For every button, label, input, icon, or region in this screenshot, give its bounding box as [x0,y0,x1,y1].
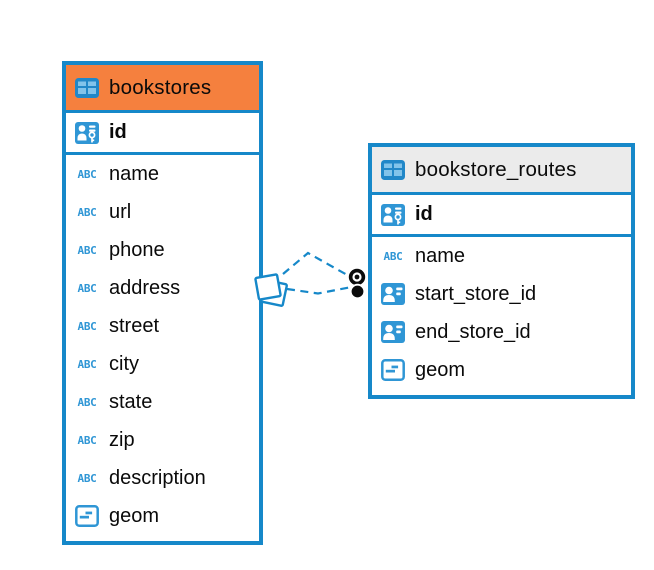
column-name: start_store_id [415,282,537,305]
column-name: geom [109,504,160,527]
entity-header-bookstores[interactable]: bookstores [66,65,259,110]
geometry-type-icon [380,359,406,381]
table-row[interactable]: geom [372,351,631,389]
table-row[interactable]: ABC name [372,237,631,275]
column-name: name [109,162,160,185]
column-name: zip [109,428,135,451]
text-type-icon: ABC [77,471,97,485]
geometry-type-icon [74,505,100,527]
entity-title: bookstore_routes [415,157,577,181]
table-icon [380,159,406,181]
table-icon [74,77,100,99]
table-row[interactable]: ABC url [66,193,259,231]
text-type-icon: ABC [77,395,97,409]
table-row[interactable]: ABC city [66,345,259,383]
column-name: street [109,314,160,337]
table-row-pk[interactable]: id [66,110,259,155]
column-name: name [415,244,466,267]
column-name: phone [109,238,165,261]
table-row[interactable]: ABC address [66,269,259,307]
text-type-icon: ABC [77,243,97,257]
table-row[interactable]: ABC phone [66,231,259,269]
entity-title: bookstores [109,75,212,99]
entity-header-bookstore-routes[interactable]: bookstore_routes [372,147,631,192]
table-row[interactable]: geom [66,497,259,535]
column-name: end_store_id [415,320,531,343]
relationship-line[interactable] [282,251,350,277]
table-row[interactable]: start_store_id [372,275,631,313]
table-row[interactable]: ABC street [66,307,259,345]
column-name: state [109,390,153,413]
text-type-icon: ABC [77,319,97,333]
table-row-pk[interactable]: id [372,192,631,237]
relationship-endpoint-dots[interactable] [348,268,366,300]
text-type-icon: ABC [77,357,97,371]
column-list: ABC name start_store_id end_store_id geo… [372,237,631,389]
table-row[interactable]: ABC name [66,155,259,193]
table-row[interactable]: ABC zip [66,421,259,459]
text-type-icon: ABC [77,167,97,181]
column-name: city [109,352,139,375]
column-name: geom [415,358,466,381]
column-name: url [109,200,132,223]
foreign-key-icon [380,321,406,343]
column-list: ABC name ABC url ABC phone ABC address A… [66,155,259,535]
column-name: id [415,203,433,225]
table-row[interactable]: ABC description [66,459,259,497]
column-name: description [109,466,206,489]
text-type-icon: ABC [77,281,97,295]
text-type-icon: ABC [77,433,97,447]
relationship-line[interactable] [286,286,350,295]
column-name: id [109,121,127,143]
table-row[interactable]: end_store_id [372,313,631,351]
relationship-note-decoration[interactable] [254,273,288,307]
foreign-key-icon [380,283,406,305]
text-type-icon: ABC [383,249,403,263]
entity-table-bookstores[interactable]: bookstores id ABC name ABC url ABC phone… [62,61,263,545]
text-type-icon: ABC [77,205,97,219]
column-name: address [109,276,181,299]
table-row[interactable]: ABC state [66,383,259,421]
primary-key-icon [74,122,100,144]
primary-key-icon [380,204,406,226]
entity-table-bookstore-routes[interactable]: bookstore_routes id ABC name start_store… [368,143,635,399]
